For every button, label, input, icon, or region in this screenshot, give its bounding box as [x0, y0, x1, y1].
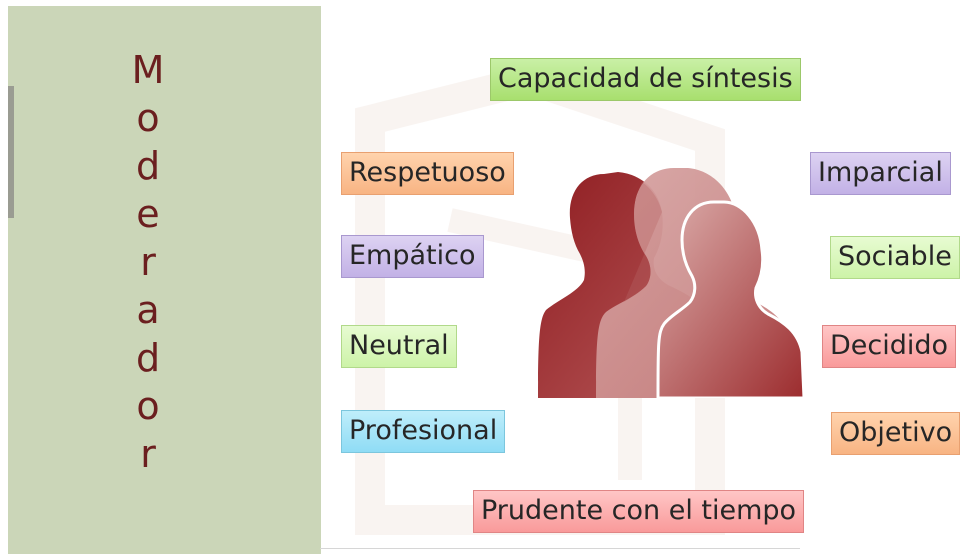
title-letter: o: [136, 96, 160, 140]
bottom-divider: [320, 548, 800, 549]
tag-decidido: Decidido: [822, 325, 957, 368]
title-letter: a: [136, 288, 160, 332]
title-letter: r: [140, 432, 156, 476]
title-letter: d: [135, 144, 161, 188]
tag-capacidad-de-sintesis: Capacidad de síntesis: [490, 58, 801, 101]
tag-prudente-con-el-tiempo: Prudente con el tiempo: [473, 490, 805, 533]
tag-sociable: Sociable: [830, 236, 960, 279]
tag-imparcial: Imparcial: [810, 152, 951, 195]
tag-objetivo: Objetivo: [831, 412, 961, 455]
people-silhouettes-icon: [538, 168, 806, 398]
title-letter: o: [136, 384, 160, 428]
tag-profesional: Profesional: [341, 410, 506, 453]
title-letter: M: [131, 48, 165, 92]
left-title-panel: [8, 6, 321, 554]
tag-empatico: Empático: [341, 235, 484, 278]
vertical-title: M o d e r a d o r: [118, 46, 178, 478]
tag-neutral: Neutral: [341, 325, 457, 368]
title-letter: d: [135, 336, 161, 380]
title-letter: r: [140, 240, 156, 284]
title-letter: e: [136, 192, 160, 236]
left-accent-bar: [8, 86, 14, 218]
tag-respetuoso: Respetuoso: [341, 152, 514, 195]
